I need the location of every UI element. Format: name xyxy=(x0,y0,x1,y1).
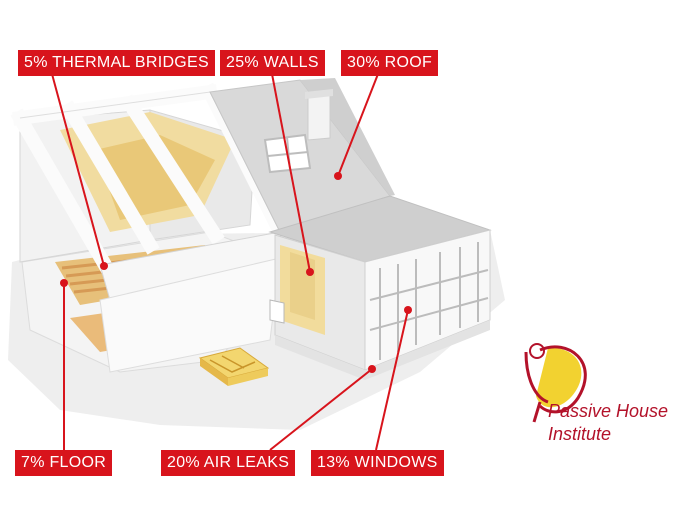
label-air-leaks: 20% AIR LEAKS xyxy=(161,450,296,476)
pointer-thermal-bridges xyxy=(51,73,105,267)
label-walls: 25% WALLS xyxy=(220,50,325,76)
front-wall-left xyxy=(99,257,281,373)
label-thermal-bridges: 5% THERMAL BRIDGES xyxy=(18,50,216,76)
pointer-roof xyxy=(337,73,379,177)
passive-house-logo-mark xyxy=(524,343,587,423)
pointer-dots xyxy=(60,172,412,373)
label-floor: 7% FLOOR xyxy=(15,450,113,476)
pointer-walls xyxy=(271,73,311,273)
label-roof: 30% ROOF xyxy=(341,50,439,76)
window-mullions xyxy=(369,242,489,360)
logo-text-line2: Institute xyxy=(548,424,612,444)
label-windows: 13% WINDOWS xyxy=(311,450,444,476)
pointer-lines xyxy=(51,73,409,451)
logo-text-line1: Passive House xyxy=(548,401,669,421)
chimney xyxy=(307,91,331,141)
wall-vent xyxy=(269,299,285,324)
pointer-air-leaks xyxy=(269,368,373,451)
pointer-windows xyxy=(375,309,409,451)
